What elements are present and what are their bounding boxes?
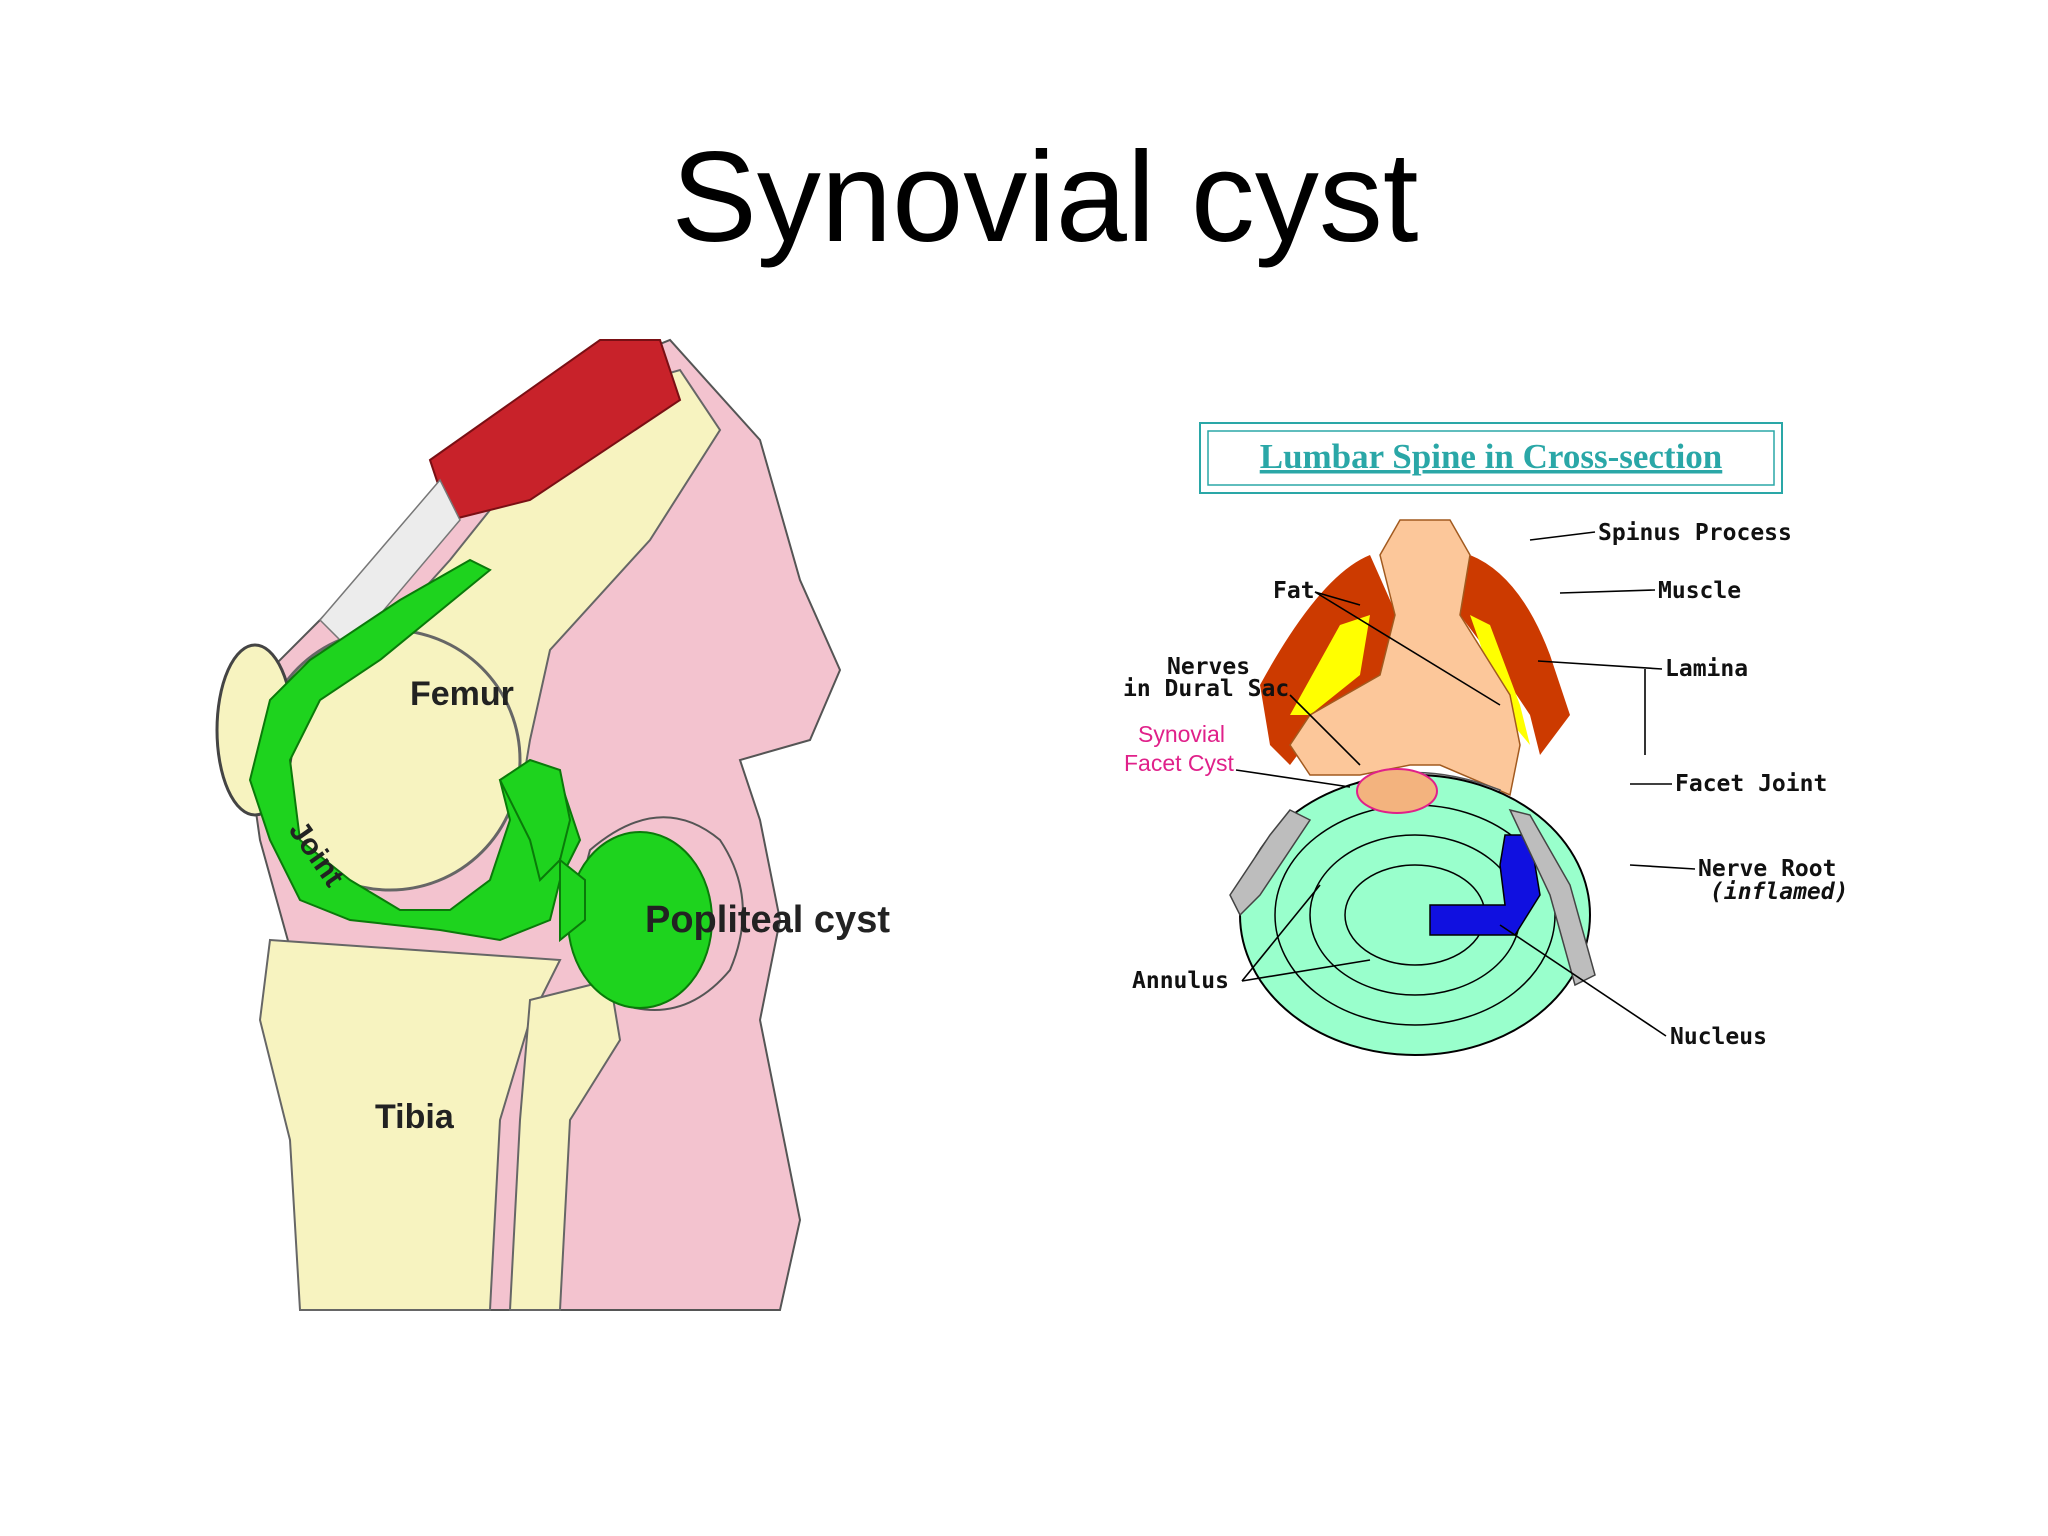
label-synovial-line1: Synovial xyxy=(1138,721,1225,747)
tibia-bone xyxy=(258,938,562,1311)
label-synovial-line2: Facet Cyst xyxy=(1124,750,1235,776)
leader-nucleus xyxy=(1499,924,1667,1037)
label-lamina: Lamina xyxy=(1665,656,1748,682)
label-nerve-root: Nerve Root xyxy=(1698,856,1836,882)
knee-illustration xyxy=(215,338,842,1311)
leader-fat-2 xyxy=(1314,591,1501,706)
synovial-facet-cyst xyxy=(1356,768,1438,814)
spine-fat-left xyxy=(1290,615,1370,715)
synovial-bursa xyxy=(498,758,572,882)
label-femur: Femur xyxy=(410,675,514,713)
nerve-root-left xyxy=(1229,809,1312,917)
nerve-root-right xyxy=(1508,808,1596,987)
spine-lamina-bone xyxy=(1289,519,1521,797)
spine-title: Lumbar Spine in Cross-section xyxy=(1260,437,1723,476)
label-annulus: Annulus xyxy=(1132,968,1229,994)
label-nerves-line1: Nerves xyxy=(1167,654,1250,680)
label-fat: Fat xyxy=(1273,578,1315,604)
leader-annulus-2 xyxy=(1241,959,1371,982)
leader-nerve-root xyxy=(1629,864,1696,870)
cyst-neck xyxy=(559,857,586,943)
leader-nerves xyxy=(1289,694,1361,766)
leader-lamina-1 xyxy=(1537,660,1663,670)
slide-title: Synovial cyst xyxy=(671,126,1419,269)
label-popliteal-cyst: Popliteal cyst xyxy=(645,899,890,941)
label-facet-joint: Facet Joint xyxy=(1675,771,1827,797)
spine-title-box xyxy=(1199,422,1783,494)
leader-fat-1 xyxy=(1314,591,1361,606)
spine-diagram: Lumbar Spine in Cross-section Spinus Pro… xyxy=(1123,422,1848,1056)
label-spinus-process: Spinus Process xyxy=(1598,520,1792,546)
spine-title-box-inner xyxy=(1207,430,1775,486)
leader-cyst xyxy=(1235,769,1351,788)
leader-annulus-1 xyxy=(1241,884,1321,982)
label-tibia: Tibia xyxy=(375,1098,455,1136)
label-nerves-line2: in Dural Sac xyxy=(1123,676,1289,702)
leader-spinus xyxy=(1529,531,1596,541)
label-nucleus: Nucleus xyxy=(1670,1024,1767,1050)
knee-diagram: Femur Tibia Joint Popliteal cyst xyxy=(215,338,890,1311)
label-inflamed: (inflamed) xyxy=(1710,879,1848,905)
leader-muscle xyxy=(1559,589,1656,594)
label-muscle: Muscle xyxy=(1658,578,1741,604)
